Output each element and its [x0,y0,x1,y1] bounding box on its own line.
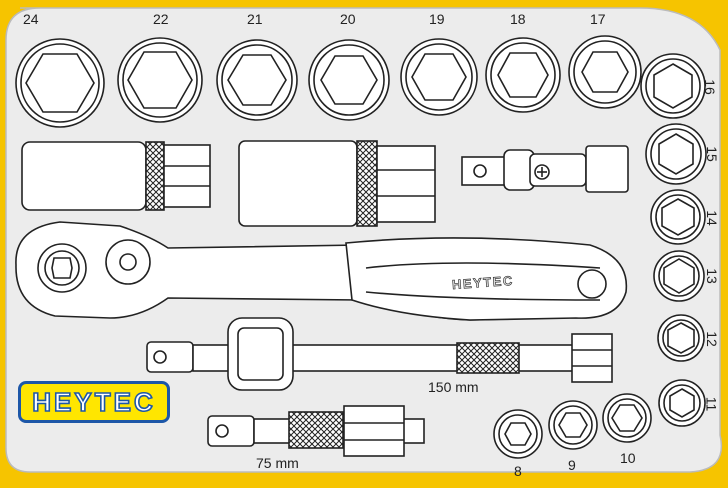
label-extension-150mm: 150 mm [428,379,479,395]
deep-socket-left [21,141,211,211]
socket-24 [15,38,105,128]
label-socket-15: 15 [703,146,720,162]
label-socket-8: 8 [514,463,522,479]
socket-16 [640,53,706,119]
label-socket-22: 22 [153,11,169,27]
label-socket-24: 24 [23,11,39,27]
socket-8 [493,409,543,459]
socket-15 [645,123,707,185]
socket-14 [650,189,706,245]
deep-socket-middle [238,140,436,227]
socket-13 [653,250,705,302]
universal-joint [461,145,629,193]
brand-logo-text: HEYTEC [31,386,156,418]
socket-19 [400,38,478,116]
extension-75mm [207,405,425,457]
socket-11 [658,379,706,427]
socket-9 [548,400,598,450]
extension-150mm [146,317,613,391]
socket-12 [657,314,705,362]
label-socket-10: 10 [620,450,636,466]
socket-20 [308,39,390,121]
socket-18 [485,37,561,113]
label-socket-9: 9 [568,457,576,473]
socket-10 [602,393,652,443]
label-socket-21: 21 [247,11,263,27]
label-socket-11: 11 [703,396,720,412]
ratchet [15,221,628,321]
label-socket-16: 16 [701,79,718,95]
label-extension-75mm: 75 mm [256,455,299,471]
label-socket-18: 18 [510,11,526,27]
socket-21 [216,39,298,121]
brand-logo: HEYTEC [18,381,170,423]
label-socket-13: 13 [703,268,720,284]
socket-22 [117,37,203,123]
label-socket-20: 20 [340,11,356,27]
label-socket-14: 14 [703,210,720,226]
socket-17 [568,35,642,109]
label-socket-19: 19 [429,11,445,27]
label-socket-12: 12 [703,331,720,347]
label-socket-17: 17 [590,11,606,27]
